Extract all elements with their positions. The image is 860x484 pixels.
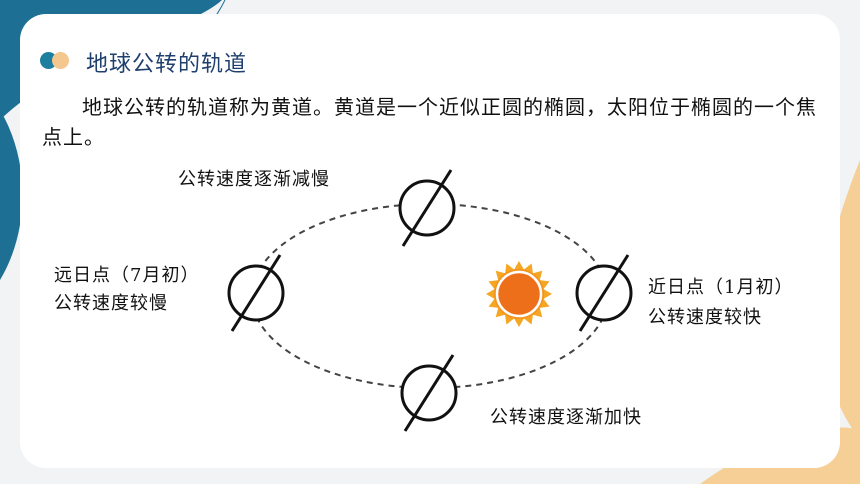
aphelion-label: 远日点（7月初）: [54, 265, 200, 286]
title-bullet-icon: [40, 52, 74, 70]
label-speeding: 公转速度逐渐加快: [490, 407, 642, 428]
perihelion-speed-label: 公转速度较快: [648, 307, 762, 328]
aphelion-speed-label: 公转速度较慢: [54, 293, 168, 314]
label-slowing: 公转速度逐渐减慢: [178, 169, 330, 190]
earth-top: [398, 169, 456, 247]
intro-paragraph: 地球公转的轨道称为黄道。黄道是一个近似正圆的椭圆，太阳位于椭圆的一个焦点上。: [42, 95, 817, 149]
perihelion-label: 近日点（1月初）: [648, 277, 794, 298]
earth-aphelion: [227, 254, 285, 332]
earth-perihelion: [575, 254, 633, 332]
sun-icon: [486, 261, 552, 327]
earth-bottom: [400, 354, 458, 432]
page-title: 地球公转的轨道: [86, 52, 248, 77]
